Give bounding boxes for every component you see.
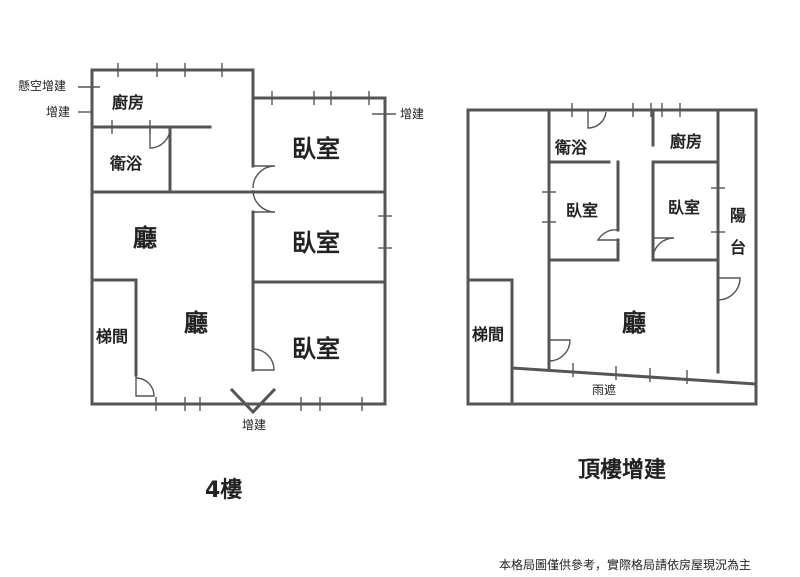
floor4-extension-bottom-label: 增建 [242,418,267,432]
rooftop-walls [466,108,758,406]
floor4-title: 4樓 [205,478,243,503]
rooftop-doors [548,110,741,362]
rooftop-living-label: 廳 [622,309,646,337]
disclaimer-text: 本格局圖僅供參考，實際格局請依房屋現況為主 [499,558,752,572]
floor4-extension-left-label: 增建 [46,105,71,119]
rooftop-windows [542,103,725,384]
floor4-kitchen-label: 廚房 [112,93,145,112]
rooftop-bathroom-label: 衛浴 [555,138,588,157]
floor4-extension-marks [78,86,396,115]
rooftop-bedroom-left-label: 臥室 [566,201,599,220]
floor4-living-upper-label: 廳 [133,224,157,252]
floor4-walls [90,68,387,415]
floor4-living-lower-label: 廳 [184,309,208,337]
rooftop-balcony-label: 陽台 [730,206,747,257]
floor4-bedroom-bottom-label: 臥室 [292,335,340,363]
floor4-bedroom-mid-label: 臥室 [292,229,340,257]
rooftop-bedroom-right-label: 臥室 [668,198,701,217]
rooftop-stairs-label: 梯間 [472,325,505,344]
rooftop-awning-label: 雨遮 [592,383,617,397]
floor4-bathroom-label: 衛浴 [110,154,143,173]
floor4-bedroom-top-label: 臥室 [292,135,340,163]
floor4-cantilever-extension-label: 懸空增建 [18,79,67,93]
rooftop-title: 頂樓增建 [578,458,667,483]
rooftop-kitchen-label: 廚房 [670,132,703,151]
floor4-extension-right-label: 增建 [400,107,425,121]
floor4-doors [135,127,276,397]
floor4-stairs-label: 梯間 [96,327,129,346]
